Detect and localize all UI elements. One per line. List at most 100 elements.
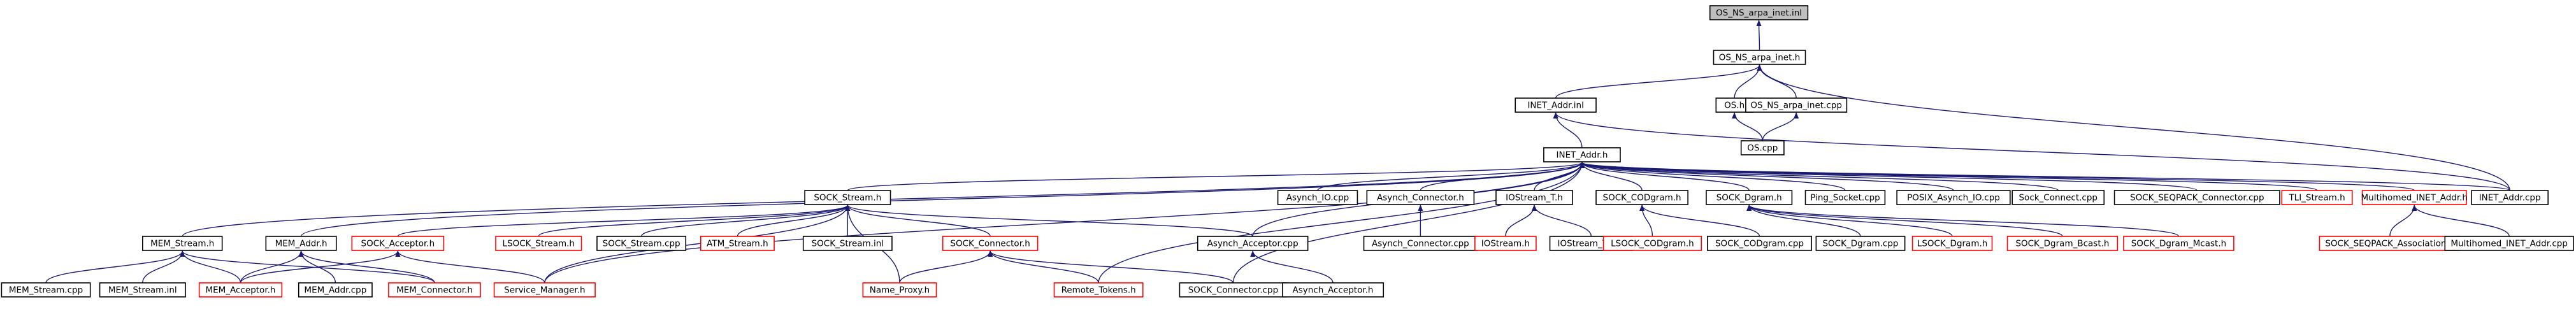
node-mem-addr-h[interactable]: MEM_Addr.h [265,236,337,251]
edge-sock-stream-cpp-to-sock-stream-h [640,205,851,237]
node-label: TLI_Stream.h [2288,193,2345,203]
node-asynch-acc-h[interactable]: Asynch_Acceptor.h [1281,282,1385,298]
edge-mem-acceptor-to-sock-acceptor-h [240,250,401,284]
node-label: Remote_Tokens.h [1061,285,1136,296]
node-box [1707,236,1812,251]
node-sock-stream-h[interactable]: SOCK_Stream.h [804,190,891,205]
edge-mem-connector-to-mem-stream-h [180,250,435,284]
node-layer: OS_NS_arpa_inet.inlOS_NS_arpa_inet.hINET… [1,5,2574,298]
node-lsock-codgram[interactable]: LSOCK_CODgram.h [1602,236,1702,251]
node-sock-codgram-h[interactable]: SOCK_CODgram.h [1595,190,1688,205]
node-sock-acceptor-h[interactable]: SOCK_Acceptor.h [351,236,445,251]
node-iostream-h[interactable]: IOStream.h [1474,236,1537,251]
edge-iostream-t-cpp-to-iostream-t-h [1532,205,1592,237]
node-posix-asynch[interactable]: POSIX_Asynch_IO.cpp [1896,190,2011,205]
node-lsock-stream[interactable]: LSOCK_Stream.h [495,236,582,251]
edge-service-manager-to-sock-stream-h [544,205,851,284]
node-mem-stream-h[interactable]: MEM_Stream.h [142,236,223,251]
node-mem-stream-cpp[interactable]: MEM_Stream.cpp [1,282,91,298]
node-mem-addr-cpp[interactable]: MEM_Addr.cpp [298,282,373,298]
node-mem-stream-inl[interactable]: MEM_Stream.inl [99,282,186,298]
node-box [2444,236,2574,251]
node-sock-dgram-cpp[interactable]: SOCK_Dgram.cpp [1815,236,1906,251]
node-asynch-conn-cpp[interactable]: Asynch_Connector.cpp [1363,236,1478,251]
node-mem-connector[interactable]: MEM_Connector.h [388,282,481,298]
node-inet-h[interactable]: INET_Addr.h [1543,147,1621,162]
node-label: Multihomed_INET_Addr.cpp [2450,239,2568,249]
node-sock-connector-h[interactable]: SOCK_Connector.h [942,236,1039,251]
node-sock-dgram-h[interactable]: SOCK_Dgram.h [1706,190,1793,205]
node-label: OS.cpp [1747,143,1778,154]
node-label: Name_Proxy.h [870,285,930,296]
node-label: SOCK_Acceptor.h [361,239,435,249]
edge-seqpack-assoc-to-multihomed-h [2389,205,2417,237]
node-remote-tokens[interactable]: Remote_Tokens.h [1053,282,1144,298]
node-asynch-io[interactable]: Asynch_IO.cpp [1277,190,1358,205]
node-ping-socket[interactable]: Ping_Socket.cpp [1804,190,1886,205]
node-sock-dgram-bcast[interactable]: SOCK_Dgram_Bcast.h [2006,236,2119,251]
node-box [1474,236,1537,251]
edge-asynch-io-to-inet-h [1317,162,1585,191]
node-tli-stream[interactable]: TLI_Stream.h [2281,190,2353,205]
node-box [1804,190,1886,205]
node-multihomed-h[interactable]: Multihomed_INET_Addr.h [2361,190,2468,205]
node-label: MEM_Addr.h [275,239,327,249]
node-box [1277,190,1358,205]
node-box [1495,190,1573,205]
node-inet-cpp[interactable]: INET_Addr.cpp [2471,190,2549,205]
node-label: MEM_Addr.cpp [304,285,366,296]
node-box [2006,236,2119,251]
node-lsock-dgram[interactable]: LSOCK_Dgram.h [1911,236,1993,251]
node-box [1366,190,1475,205]
node-asynch-conn-h[interactable]: Asynch_Connector.h [1366,190,1475,205]
node-sock-stream-cpp[interactable]: SOCK_Stream.cpp [596,236,687,251]
node-sock-connector-cpp[interactable]: SOCK_Connector.cpp [1179,282,1288,298]
node-box [1602,236,1702,251]
node-sock-dgram-mcast[interactable]: SOCK_Dgram_Mcast.h [2123,236,2234,251]
edge-os-cpp-to-os-h [1732,112,1764,141]
edge-asynch-acc-h-to-asynch-acc-cpp [1250,250,1334,284]
node-label: INET_Addr.cpp [2479,193,2541,203]
node-sock-codgram-cpp[interactable]: SOCK_CODgram.cpp [1707,236,1812,251]
node-box [1896,190,2011,205]
node-box [1745,97,1848,113]
node-seqpack-assoc[interactable]: SOCK_SEQPACK_Association.h [2319,236,2461,251]
node-multihomed-cpp[interactable]: Multihomed_INET_Addr.cpp [2444,236,2574,251]
node-box [804,190,891,205]
node-os-ns-cpp[interactable]: OS_NS_arpa_inet.cpp [1745,97,1848,113]
node-label: OS_NS_arpa_inet.inl [1716,8,1802,18]
node-box [802,236,893,251]
edge-iostream-h-to-iostream-t-h [1505,205,1537,237]
node-atm-stream[interactable]: ATM_Stream.h [700,236,775,251]
node-root[interactable]: OS_NS_arpa_inet.inl [1709,5,1809,20]
node-asynch-acc-cpp[interactable]: Asynch_Acceptor.cpp [1197,236,1309,251]
node-box [1197,236,1309,251]
node-name-proxy[interactable]: Name_Proxy.h [862,282,937,298]
node-os-cpp[interactable]: OS.cpp [1740,140,1785,155]
node-box [1281,282,1385,298]
node-iostream-t-h[interactable]: IOStream_T.h [1495,190,1573,205]
node-service-manager[interactable]: Service_Manager.h [493,282,596,298]
edge-inet-cpp-to-inet-inl [1553,112,2510,191]
node-box [942,236,1039,251]
edge-sock-connect-to-inet-h [1579,162,2059,191]
node-label: SOCK_SEQPACK_Connector.cpp [2130,193,2264,203]
edge-atm-stream-to-sock-stream-h [737,205,851,237]
node-label: Asynch_IO.cpp [1286,193,1349,203]
edge-inet-h-to-inet-inl [1553,112,1583,148]
node-label: MEM_Acceptor.h [205,285,275,296]
edge-mem-addr-h-to-inet-h [300,162,1585,237]
node-seqpack-conn[interactable]: SOCK_SEQPACK_Connector.cpp [2113,190,2280,205]
node-box [198,282,283,298]
node-label: OS.h [1724,101,1745,111]
edge-service-manager-to-sock-acceptor-h [395,250,545,284]
node-sock-connect[interactable]: Sock_Connect.cpp [2011,190,2105,205]
node-mem-acceptor[interactable]: MEM_Acceptor.h [198,282,283,298]
node-box [1740,140,1785,155]
node-box [1709,5,1809,20]
edge-os-ns-cpp-to-os-ns-h [1757,64,1797,99]
node-sock-stream-inl[interactable]: SOCK_Stream.inl [802,236,893,251]
node-inet-inl[interactable]: INET_Addr.inl [1515,97,1597,113]
node-os-ns-h[interactable]: OS_NS_arpa_inet.h [1713,50,1806,65]
